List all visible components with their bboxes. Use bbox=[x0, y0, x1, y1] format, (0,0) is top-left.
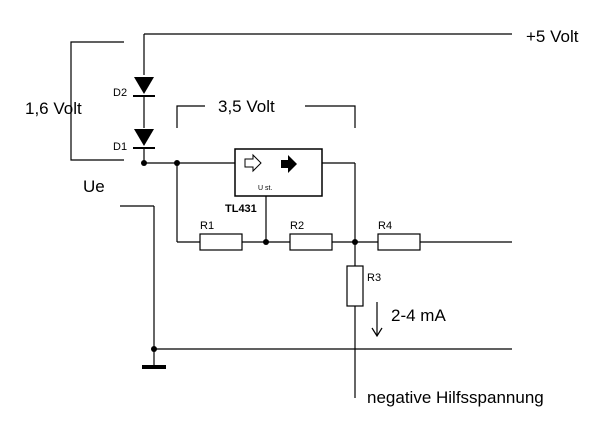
wires bbox=[120, 33, 512, 398]
bracket-16v bbox=[70, 41, 124, 161]
junction-r1 bbox=[174, 160, 180, 166]
junction-gnd bbox=[151, 346, 157, 352]
label-r4: R4 bbox=[378, 220, 392, 232]
label-ic-inner: U st. bbox=[258, 185, 272, 192]
label-r3: R3 bbox=[367, 272, 381, 284]
diode-d1 bbox=[133, 129, 155, 149]
label-5v: +5 Volt bbox=[526, 27, 579, 46]
resistor-r4 bbox=[377, 233, 421, 251]
label-current: 2-4 mA bbox=[391, 306, 446, 325]
label-negative: negative Hilfsspannung bbox=[367, 388, 544, 407]
label-r2: R2 bbox=[290, 220, 304, 232]
bracket-35v-left bbox=[176, 105, 205, 128]
solid-arrow-icon bbox=[281, 155, 297, 173]
label-tl431: TL431 bbox=[225, 203, 257, 215]
tl431-box bbox=[234, 148, 323, 197]
label-d1: D1 bbox=[113, 141, 127, 153]
label-ue: Ue bbox=[83, 177, 105, 196]
resistor-r2 bbox=[289, 233, 333, 251]
resistor-r3 bbox=[346, 265, 364, 307]
label-r1: R1 bbox=[200, 220, 214, 232]
current-arrow-icon bbox=[371, 302, 383, 338]
junction-d1 bbox=[141, 160, 147, 166]
hollow-arrow-icon bbox=[244, 153, 262, 173]
junction-r3 bbox=[352, 239, 358, 245]
junctions bbox=[141, 160, 358, 352]
diode-d2 bbox=[133, 77, 155, 97]
brackets bbox=[70, 41, 356, 161]
resistor-r1 bbox=[199, 233, 243, 251]
bracket-35v-right bbox=[305, 105, 356, 128]
label-16v: 1,6 Volt bbox=[25, 99, 82, 118]
junction-ref bbox=[263, 239, 269, 245]
label-35v: 3,5 Volt bbox=[218, 97, 275, 116]
ground-symbol bbox=[142, 365, 166, 369]
label-d2: D2 bbox=[113, 87, 127, 99]
